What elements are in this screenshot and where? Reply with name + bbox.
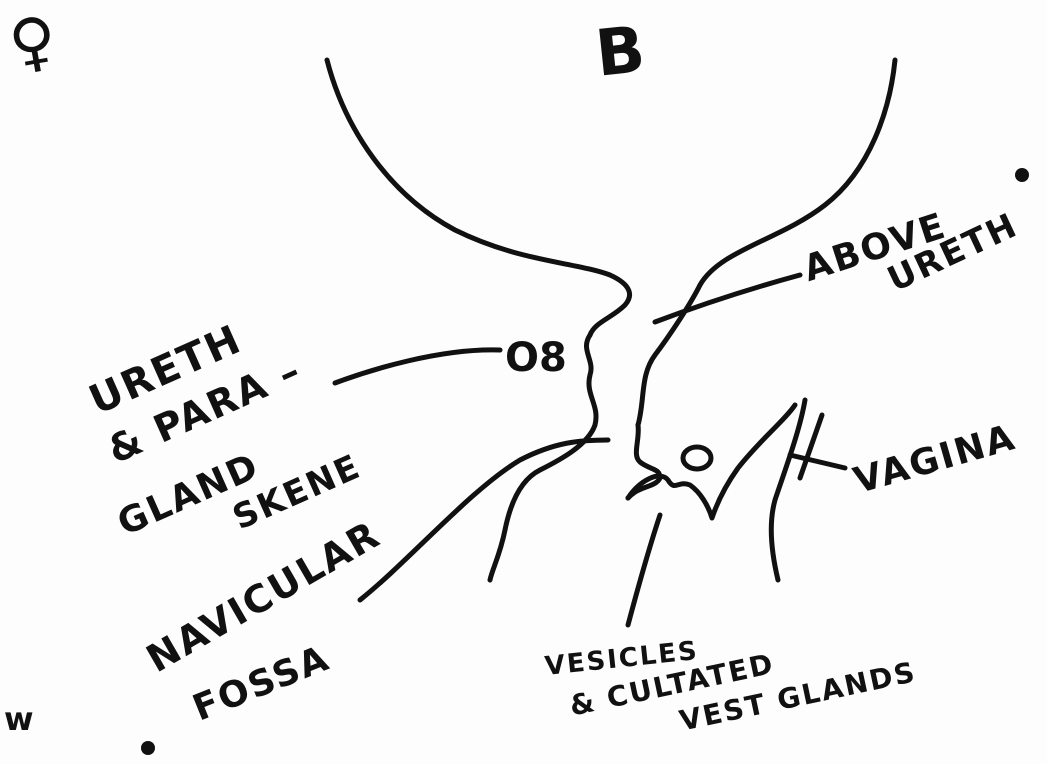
pointer-above-urethra [652,272,803,325]
pointer-urethra-para [332,347,503,386]
pointer-vesicles [625,512,663,628]
os-mark: O8 [505,335,567,381]
vestibule-line [625,402,798,521]
vestibular-gland-loop [680,444,714,472]
pointer-navicular-fossa [357,437,611,603]
labia-stroke-3 [797,412,825,481]
labia-stroke-2 [787,452,848,471]
labia-stroke-1 [768,397,808,583]
dot-bottom-left [141,741,155,755]
urethra-left-wall [487,332,599,583]
bladder-right-wall [635,57,898,428]
dot-top-right [1015,168,1029,182]
left-edge-mark: w [4,700,34,738]
urethra-right-wall [625,422,663,501]
panel-letter: B [592,13,649,92]
bladder-outline [324,57,633,338]
